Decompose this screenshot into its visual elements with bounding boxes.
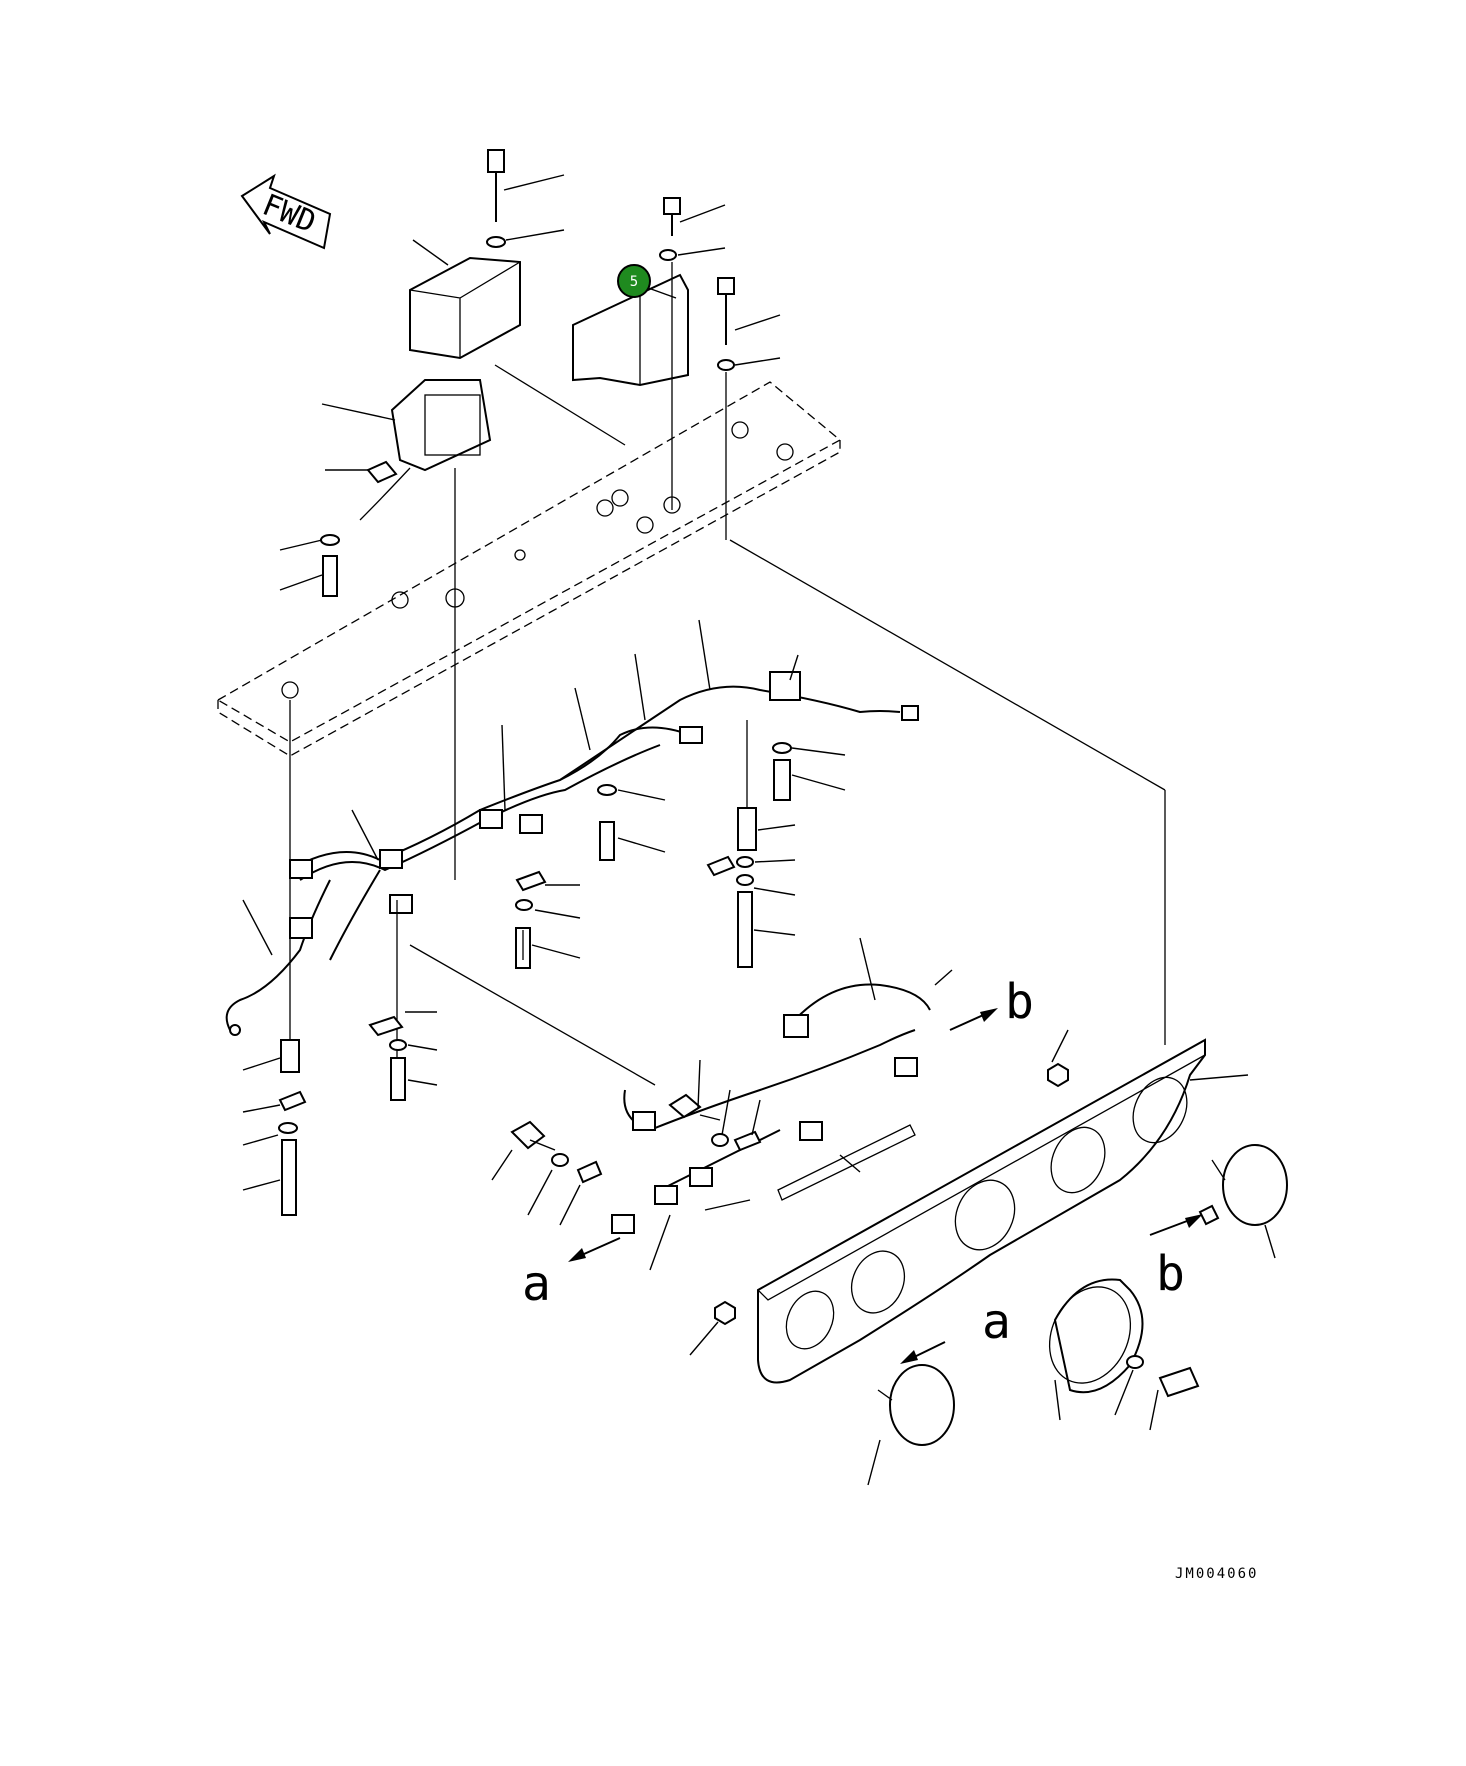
- lamp-panel: [729, 539, 1249, 1384]
- fwd-label: FWD: [257, 188, 320, 241]
- lamps: [689, 1029, 1288, 1486]
- left-column-hardware: [242, 700, 656, 1216]
- callout-5-label: 5: [630, 274, 638, 290]
- fwd-arrow-icon: FWD: [240, 173, 332, 250]
- base-plate: [216, 381, 842, 757]
- connector-b-top: b: [949, 974, 1034, 1031]
- relay-box: [409, 239, 521, 360]
- callout-5[interactable]: 5: [617, 264, 651, 298]
- connector-b-label-top: b: [1005, 974, 1034, 1030]
- connector-a-label-top: a: [522, 1256, 551, 1312]
- drawing-code: JM004060: [1175, 1566, 1258, 1582]
- left-bolts: [279, 460, 398, 597]
- connector-a-label-bottom: a: [982, 1294, 1011, 1350]
- connector-b-label-bottom: b: [1156, 1246, 1185, 1302]
- connector-a-top: a: [522, 1237, 621, 1312]
- callout-5-badge[interactable]: [617, 264, 651, 298]
- hardware-stacks: [368, 720, 846, 1101]
- lower-harness: [491, 937, 953, 1271]
- connector-a-bottom: a: [900, 1294, 1011, 1364]
- wiring-harness: [225, 619, 919, 1036]
- connector-b-bottom: b: [1149, 1214, 1203, 1302]
- work-light: [321, 379, 492, 880]
- top-bolts: [486, 149, 781, 540]
- cover-bracket: [494, 273, 689, 446]
